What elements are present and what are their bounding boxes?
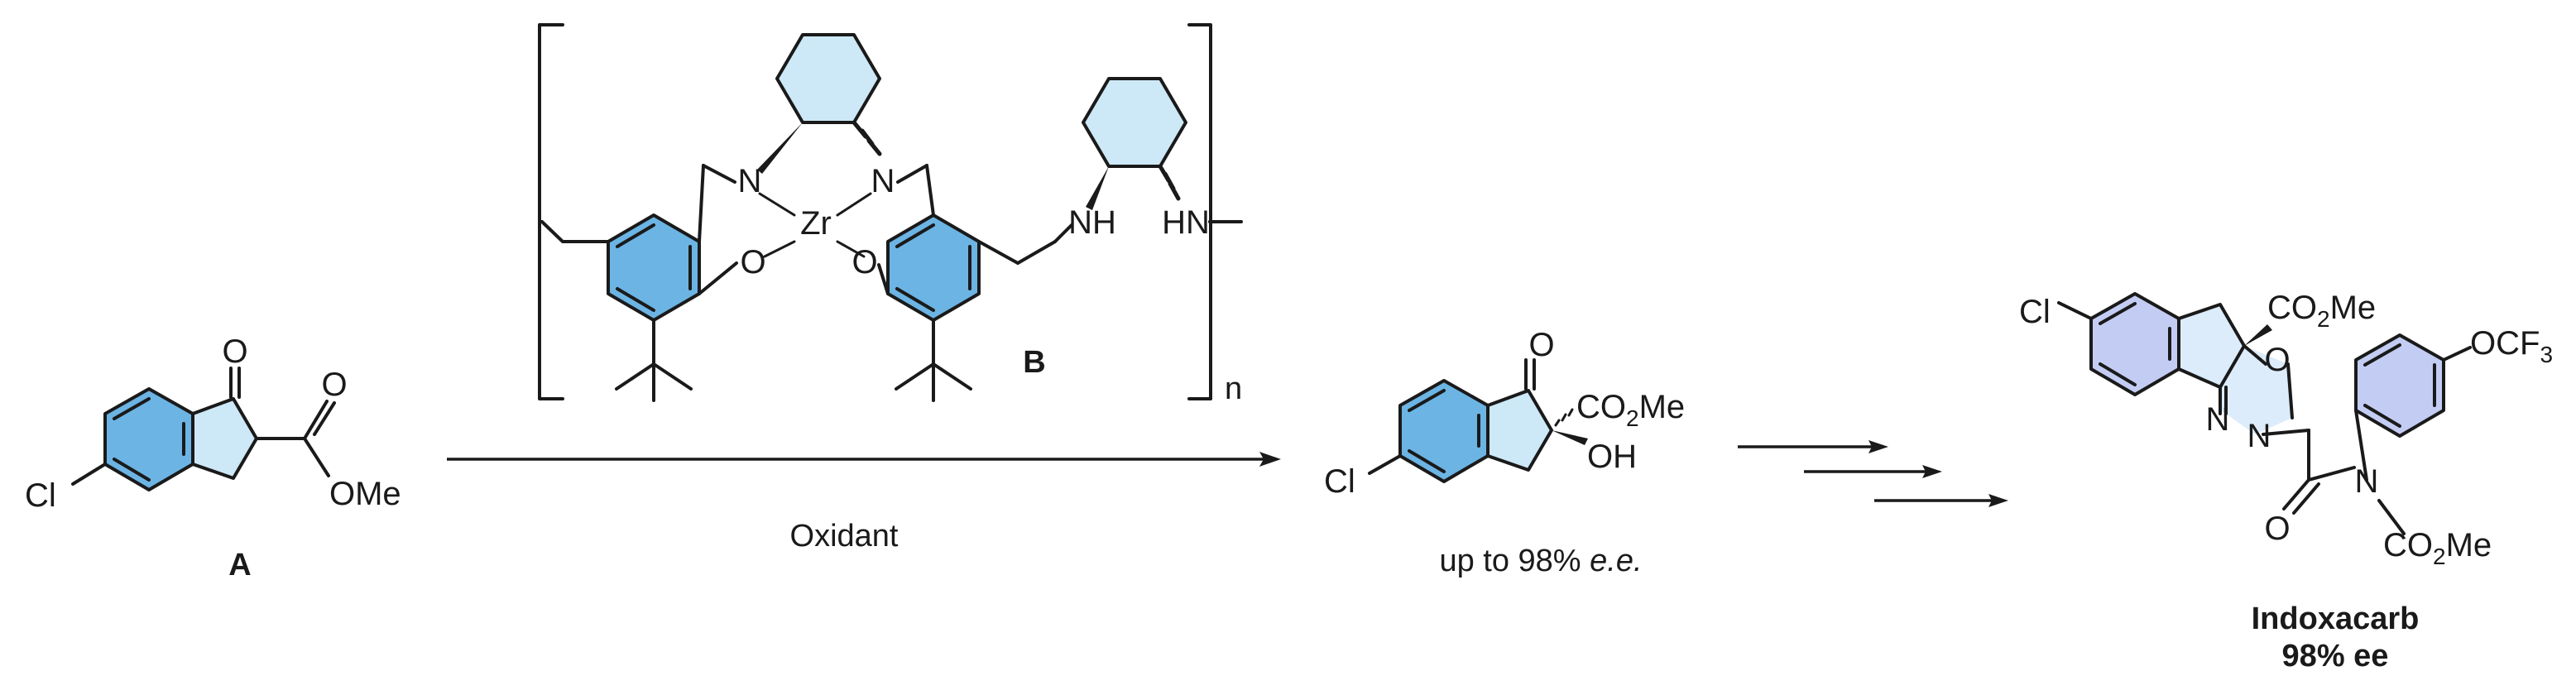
indoxacarb-cyclopentane-fill (2179, 304, 2244, 387)
catalyst-b: n N N Zr O O NH HN B (538, 23, 1243, 406)
product-ee: up to 98% e.e. (1439, 544, 1642, 578)
compound-a-ketone-oxygen: O (222, 333, 247, 370)
phenoxide-oxygen-right: O (851, 244, 877, 280)
compound-a-methoxy: OMe (329, 476, 401, 512)
reagent-oxidant: Oxidant (790, 519, 899, 554)
reaction-arrow: Oxidant (447, 452, 1281, 554)
indoxacarb-ring-nitrogen-1: N (2206, 401, 2230, 438)
product-ketone-oxygen: O (1528, 327, 1554, 363)
amine-hn: HN (1162, 204, 1210, 241)
product-cyclopentane-fill (1488, 391, 1552, 470)
compound-a-ester-oxygen: O (321, 367, 347, 403)
product-methyl-ester: CO2Me (1576, 389, 1685, 431)
indoxacarb: Cl CO2Me O N N N O OCF3 CO2Me Indoxacarb… (2019, 290, 2553, 673)
aryl-ring-left-fill (608, 215, 699, 320)
indoxacarb-ee: 98% ee (2282, 639, 2389, 673)
indoxacarb-carbonyl-oxygen: O (2264, 510, 2290, 547)
polymer-repeat-n: n (1225, 371, 1242, 406)
aryl-ring-right-fill (888, 215, 979, 320)
product-chloro: Cl (1324, 463, 1355, 500)
indoxacarb-trifluoromethoxy: OCF3 (2470, 325, 2553, 367)
polymer-bracket-right (1187, 23, 1212, 400)
indoxacarb-chloro: Cl (2019, 294, 2051, 330)
indoxacarb-benzene-fill (2091, 294, 2179, 395)
product-benzene-fill (1400, 381, 1488, 482)
compound-a-benzene-fill (105, 389, 193, 490)
indoxacarb-name: Indoxacarb (2252, 602, 2420, 636)
compound-a-label: A (228, 548, 251, 582)
indoxacarb-carbamate-ester: CO2Me (2383, 527, 2492, 569)
polymer-bracket-left (538, 23, 564, 400)
catalyst-b-label: B (1023, 345, 1045, 380)
compound-a: O O OMe Cl A (25, 333, 401, 582)
phenoxide-oxygen-left: O (740, 244, 765, 280)
salen-nitrogen-right: N (871, 163, 895, 199)
salen-nitrogen-left: N (738, 163, 762, 199)
cyclohexane-top-fill (777, 35, 880, 122)
indoxacarb-ring-nitrogen-2: N (2247, 418, 2271, 454)
zirconium-center: Zr (800, 205, 832, 242)
compound-a-cyclopentane-fill (193, 399, 257, 478)
indoxacarb-oxadiazine-fill (2220, 346, 2292, 434)
product-hydroxyl: OH (1587, 439, 1637, 475)
indoxacarb-amide-nitrogen: N (2355, 463, 2379, 500)
compound-a-chloro: Cl (25, 477, 56, 514)
cyclohexane-right-fill (1083, 79, 1186, 166)
multi-step-arrows (1738, 440, 2008, 507)
indoxacarb-aryl-fill (2356, 335, 2444, 436)
hydroxylated-product: O CO2Me OH Cl up to 98% e.e. (1324, 327, 1685, 578)
indoxacarb-ring-oxygen: O (2264, 342, 2290, 378)
indoxacarb-methyl-ester: CO2Me (2267, 290, 2376, 332)
amine-nh: NH (1068, 204, 1116, 241)
